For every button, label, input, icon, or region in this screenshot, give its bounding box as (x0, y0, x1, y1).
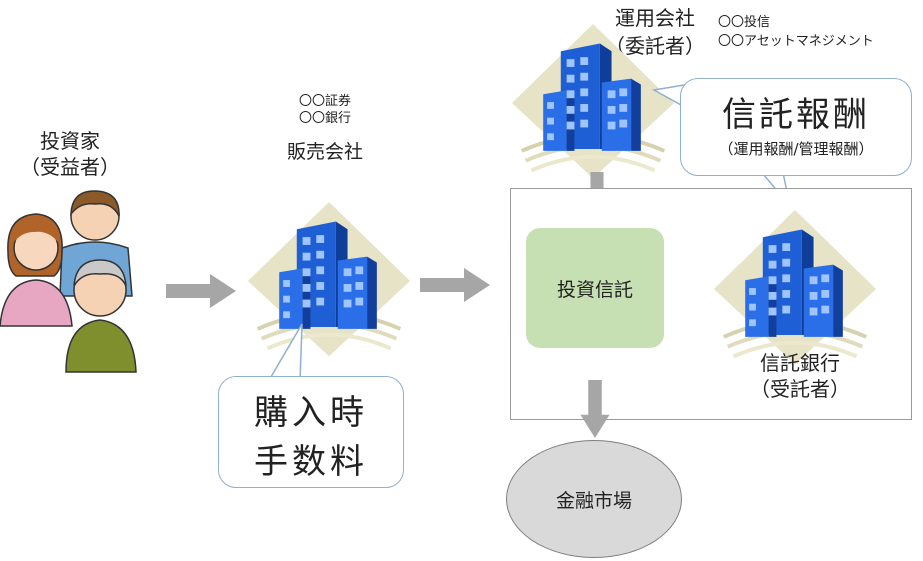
manager-label: 運用会社 （委託者） (600, 4, 710, 60)
trust-fee-bubble: 信託報酬 （運用報酬/管理報酬） (680, 78, 912, 176)
fund-box: 投資信託 (526, 228, 664, 348)
investor-title: 投資家 (40, 129, 100, 153)
seller-example-securities: 〇〇証券 (298, 94, 351, 109)
investor-role: （受益者） (20, 155, 120, 179)
manager-title: 運用会社 (615, 6, 695, 30)
manager-example-asset: 〇〇アセットマネジメント (718, 33, 874, 49)
investor-label: 投資家 （受益者） (20, 128, 120, 180)
fund-label: 投資信託 (556, 278, 633, 301)
market-ellipse: 金融市場 (506, 440, 682, 558)
arrow-fund-to-market (580, 380, 610, 438)
manager-example-toushin: 〇〇投信 (718, 15, 771, 30)
purchase-fee-line1: 購入時 (254, 393, 368, 433)
investor-family-icon (0, 190, 137, 373)
trustee-title: 信託銀行 (760, 351, 840, 375)
trust-fee-title: 信託報酬 (722, 95, 870, 135)
trustee-role: （受託者） (750, 377, 850, 401)
trustee-label: 信託銀行 （受託者） (740, 350, 860, 402)
trust-fee-detail: （運用報酬/管理報酬） (718, 140, 874, 158)
seller-examples: 〇〇証券 〇〇銀行 (270, 94, 380, 128)
manager-examples: 〇〇投信 〇〇アセットマネジメント (718, 14, 874, 52)
purchase-fee-bubble: 購入時 手数料 (218, 376, 404, 488)
arrow-investor-to-seller (166, 274, 236, 308)
purchase-fee-line2: 手数料 (254, 442, 368, 482)
seller-example-bank: 〇〇銀行 (298, 110, 351, 126)
arrow-seller-to-fund (420, 268, 490, 302)
seller-title: 販売会社 (286, 141, 363, 163)
market-label: 金融市場 (555, 489, 632, 512)
